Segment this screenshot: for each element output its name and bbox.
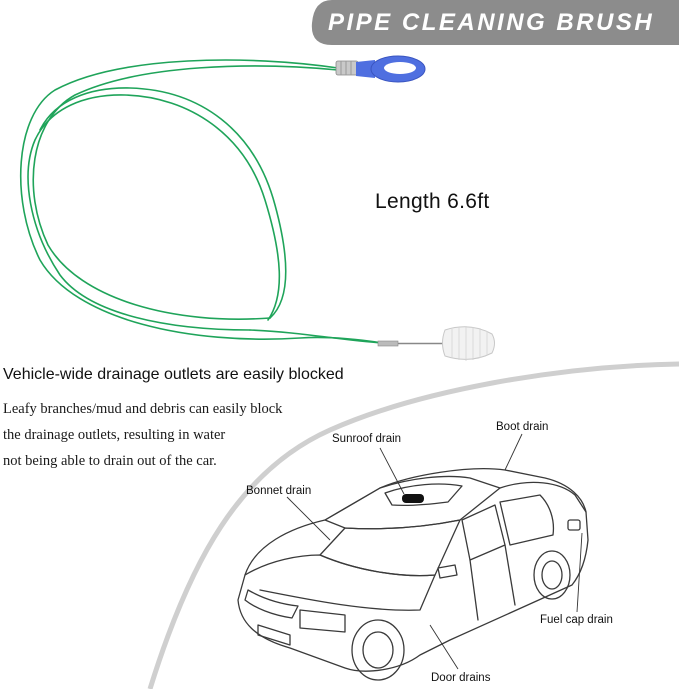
handle [335,55,426,83]
label-door-drains: Door drains [431,672,491,684]
side-window-rear [499,494,555,546]
rear-wheel [533,550,571,600]
brush-head [377,326,495,361]
sunroof-drain-marker [402,494,424,503]
label-fuel-cap-drain: Fuel cap drain [540,614,613,626]
description-line: not being able to drain out of the car. [3,453,217,469]
length-label: Length 6.6ft [375,190,490,213]
boot-lid [499,481,587,513]
description-line: the drainage outlets, resulting in water [3,427,226,443]
label-sunroof-drain: Sunroof drain [332,433,402,445]
banner-shape [311,0,679,45]
sunroof [384,483,463,507]
label-boot-drain: Boot drain [496,421,549,433]
description-line: Leafy branches/mud and debris can easily… [3,401,283,417]
banner-title: PIPE CLEANING BRUSH [328,9,655,36]
label-bonnet-drain: Bonnet drain [246,485,312,497]
drainage-heading: Vehicle-wide drainage outlets are easily… [3,366,344,383]
drainage-description: Leafy branches/mud and debris can easily… [3,396,333,474]
title-banner: PIPE CLEANING BRUSH [306,0,679,45]
headlight [244,589,299,619]
front-wheel [351,619,405,681]
hood [244,554,436,611]
grille [299,609,346,633]
green-cable [20,59,383,344]
